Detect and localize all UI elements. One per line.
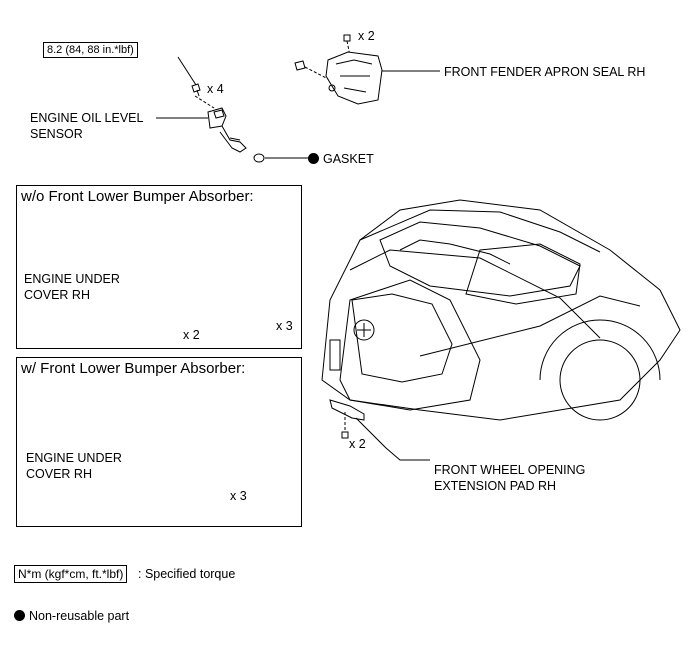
box1-part-label-2: COVER RH	[24, 288, 90, 302]
box2-title: w/ Front Lower Bumper Absorber:	[21, 360, 246, 377]
engine-oil-level-sensor-label-1: ENGINE OIL LEVEL	[30, 111, 144, 125]
box2-part-label-2: COVER RH	[26, 467, 92, 481]
legend-torque-unit: N*m (kgf*cm, ft.*lbf)	[14, 565, 128, 583]
non-reusable-dot-icon	[14, 610, 25, 621]
pad-bolt-count: x 2	[349, 437, 366, 451]
engine-oil-level-sensor-icon	[156, 95, 247, 153]
legend-torque-desc: : Specified torque	[138, 567, 236, 581]
box1-count-b: x 3	[276, 319, 293, 333]
sensor-bolt-count: x 4	[207, 82, 224, 96]
apron-bolt-count: x 2	[358, 29, 375, 43]
box2-part-label-1: ENGINE UNDER	[26, 451, 122, 465]
sensor-bolt-icon	[177, 56, 201, 97]
box1-title: w/o Front Lower Bumper Absorber:	[21, 188, 254, 205]
non-reusable-dot-icon	[308, 153, 319, 164]
engine-oil-level-sensor-label-2: SENSOR	[30, 127, 83, 141]
gasket-icon	[253, 153, 308, 163]
gasket-label: GASKET	[308, 151, 374, 167]
front-fender-apron-seal-label: FRONT FENDER APRON SEAL RH	[444, 65, 646, 79]
legend-nonreusable: Non-reusable part	[14, 608, 129, 624]
front-wheel-extension-pad-icon	[329, 399, 430, 461]
front-fender-apron-seal-icon	[294, 34, 440, 105]
box1-part-label-1: ENGINE UNDER	[24, 272, 120, 286]
car-front-icon	[321, 199, 681, 421]
torque-spec-box: 8.2 (84, 88 in.*lbf)	[43, 42, 138, 58]
box1-count-a: x 2	[183, 328, 200, 342]
front-wheel-pad-label-1: FRONT WHEEL OPENING	[434, 463, 586, 477]
front-wheel-pad-label-2: EXTENSION PAD RH	[434, 479, 557, 493]
box-without-absorber: w/o Front Lower Bumper Absorber:	[16, 185, 302, 349]
box2-count-a: x 3	[230, 489, 247, 503]
box-with-absorber: w/ Front Lower Bumper Absorber:	[16, 357, 302, 527]
